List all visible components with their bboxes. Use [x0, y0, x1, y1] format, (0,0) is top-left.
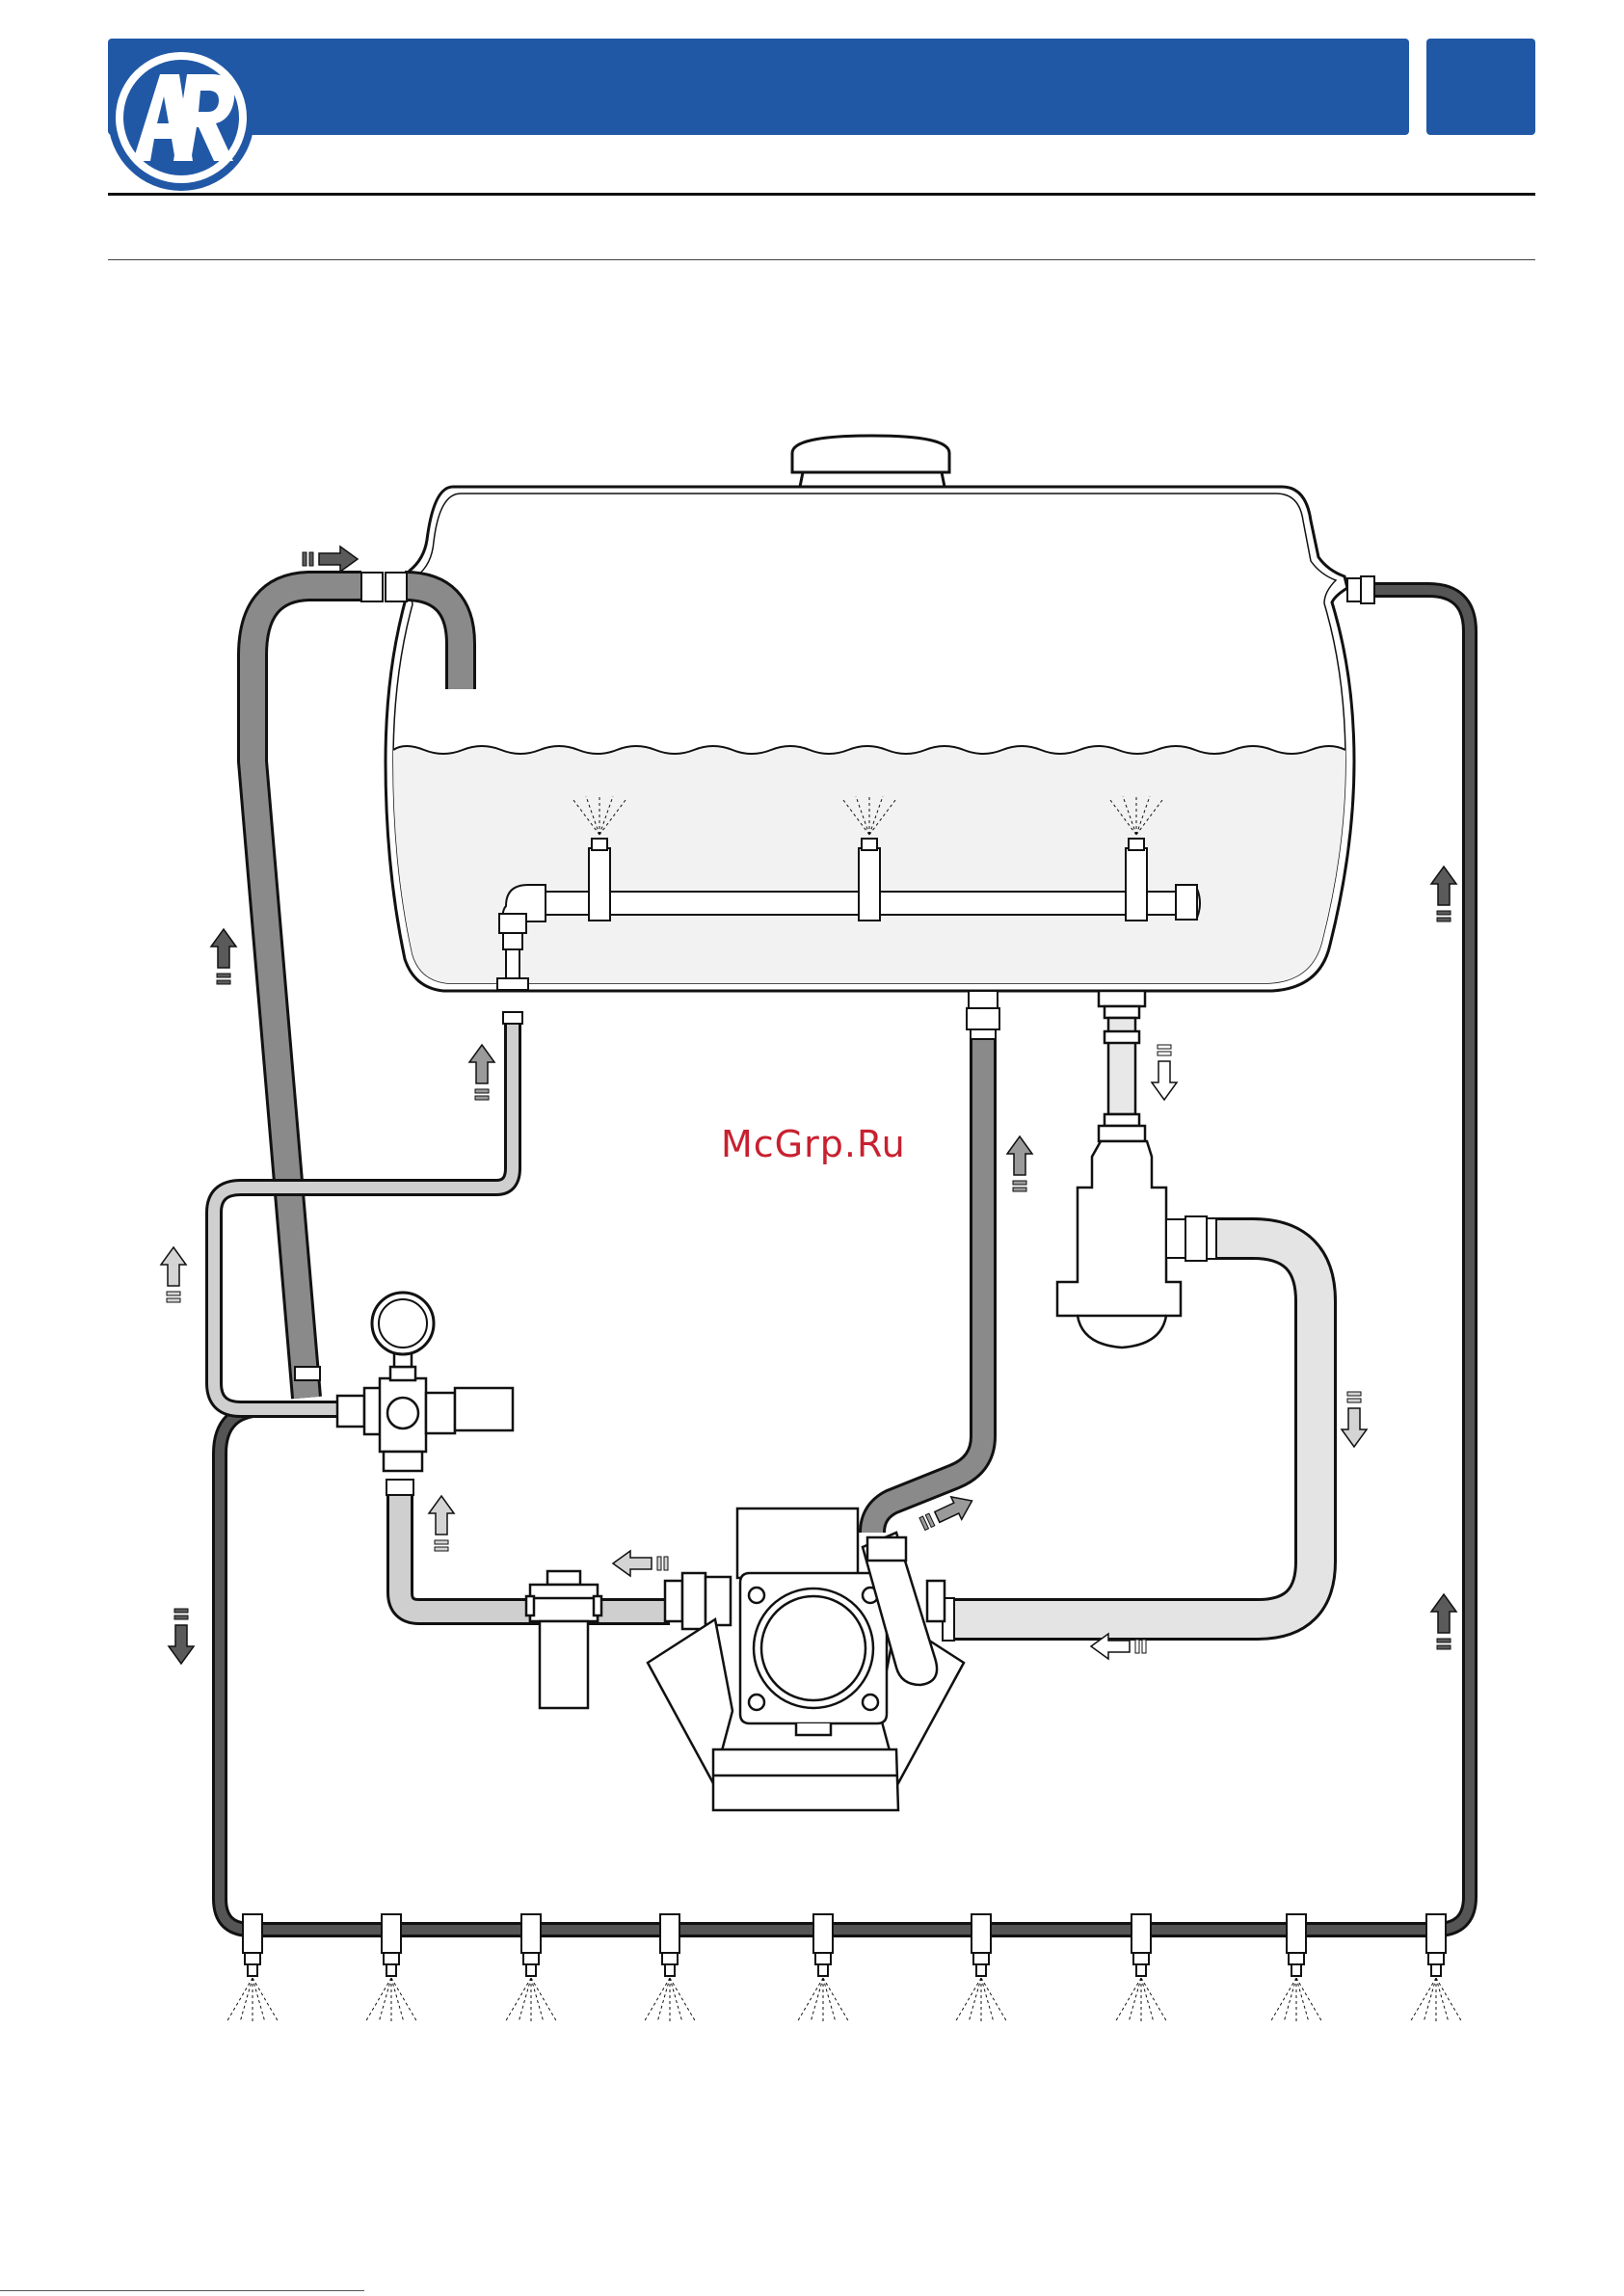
pressure-gauge [372, 1293, 434, 1354]
diaphragm-pump [648, 1508, 964, 1810]
pressure-hose [386, 1480, 670, 1612]
pump-return-hose [872, 991, 999, 1533]
flow-arrow [613, 1551, 668, 1576]
watermark: McGrp.Ru [721, 1123, 906, 1165]
footer-rule [0, 2290, 364, 2291]
flow-arrow [169, 1609, 194, 1664]
flow-arrow [1152, 1045, 1177, 1100]
pressure-filter [526, 1571, 601, 1708]
flow-arrow [469, 1045, 494, 1100]
flow-arrow [429, 1496, 454, 1551]
flow-arrow [1431, 1594, 1456, 1649]
flow-arrow [161, 1247, 186, 1302]
tank-return-fitting [1347, 576, 1374, 603]
flow-arrow [1007, 1136, 1032, 1191]
tank-lid [792, 436, 949, 472]
flow-arrow [303, 547, 358, 572]
flow-arrow [1342, 1392, 1367, 1447]
flow-arrow [1431, 867, 1456, 921]
flow-arrow [211, 929, 236, 984]
pressure-regulator [337, 1340, 513, 1471]
